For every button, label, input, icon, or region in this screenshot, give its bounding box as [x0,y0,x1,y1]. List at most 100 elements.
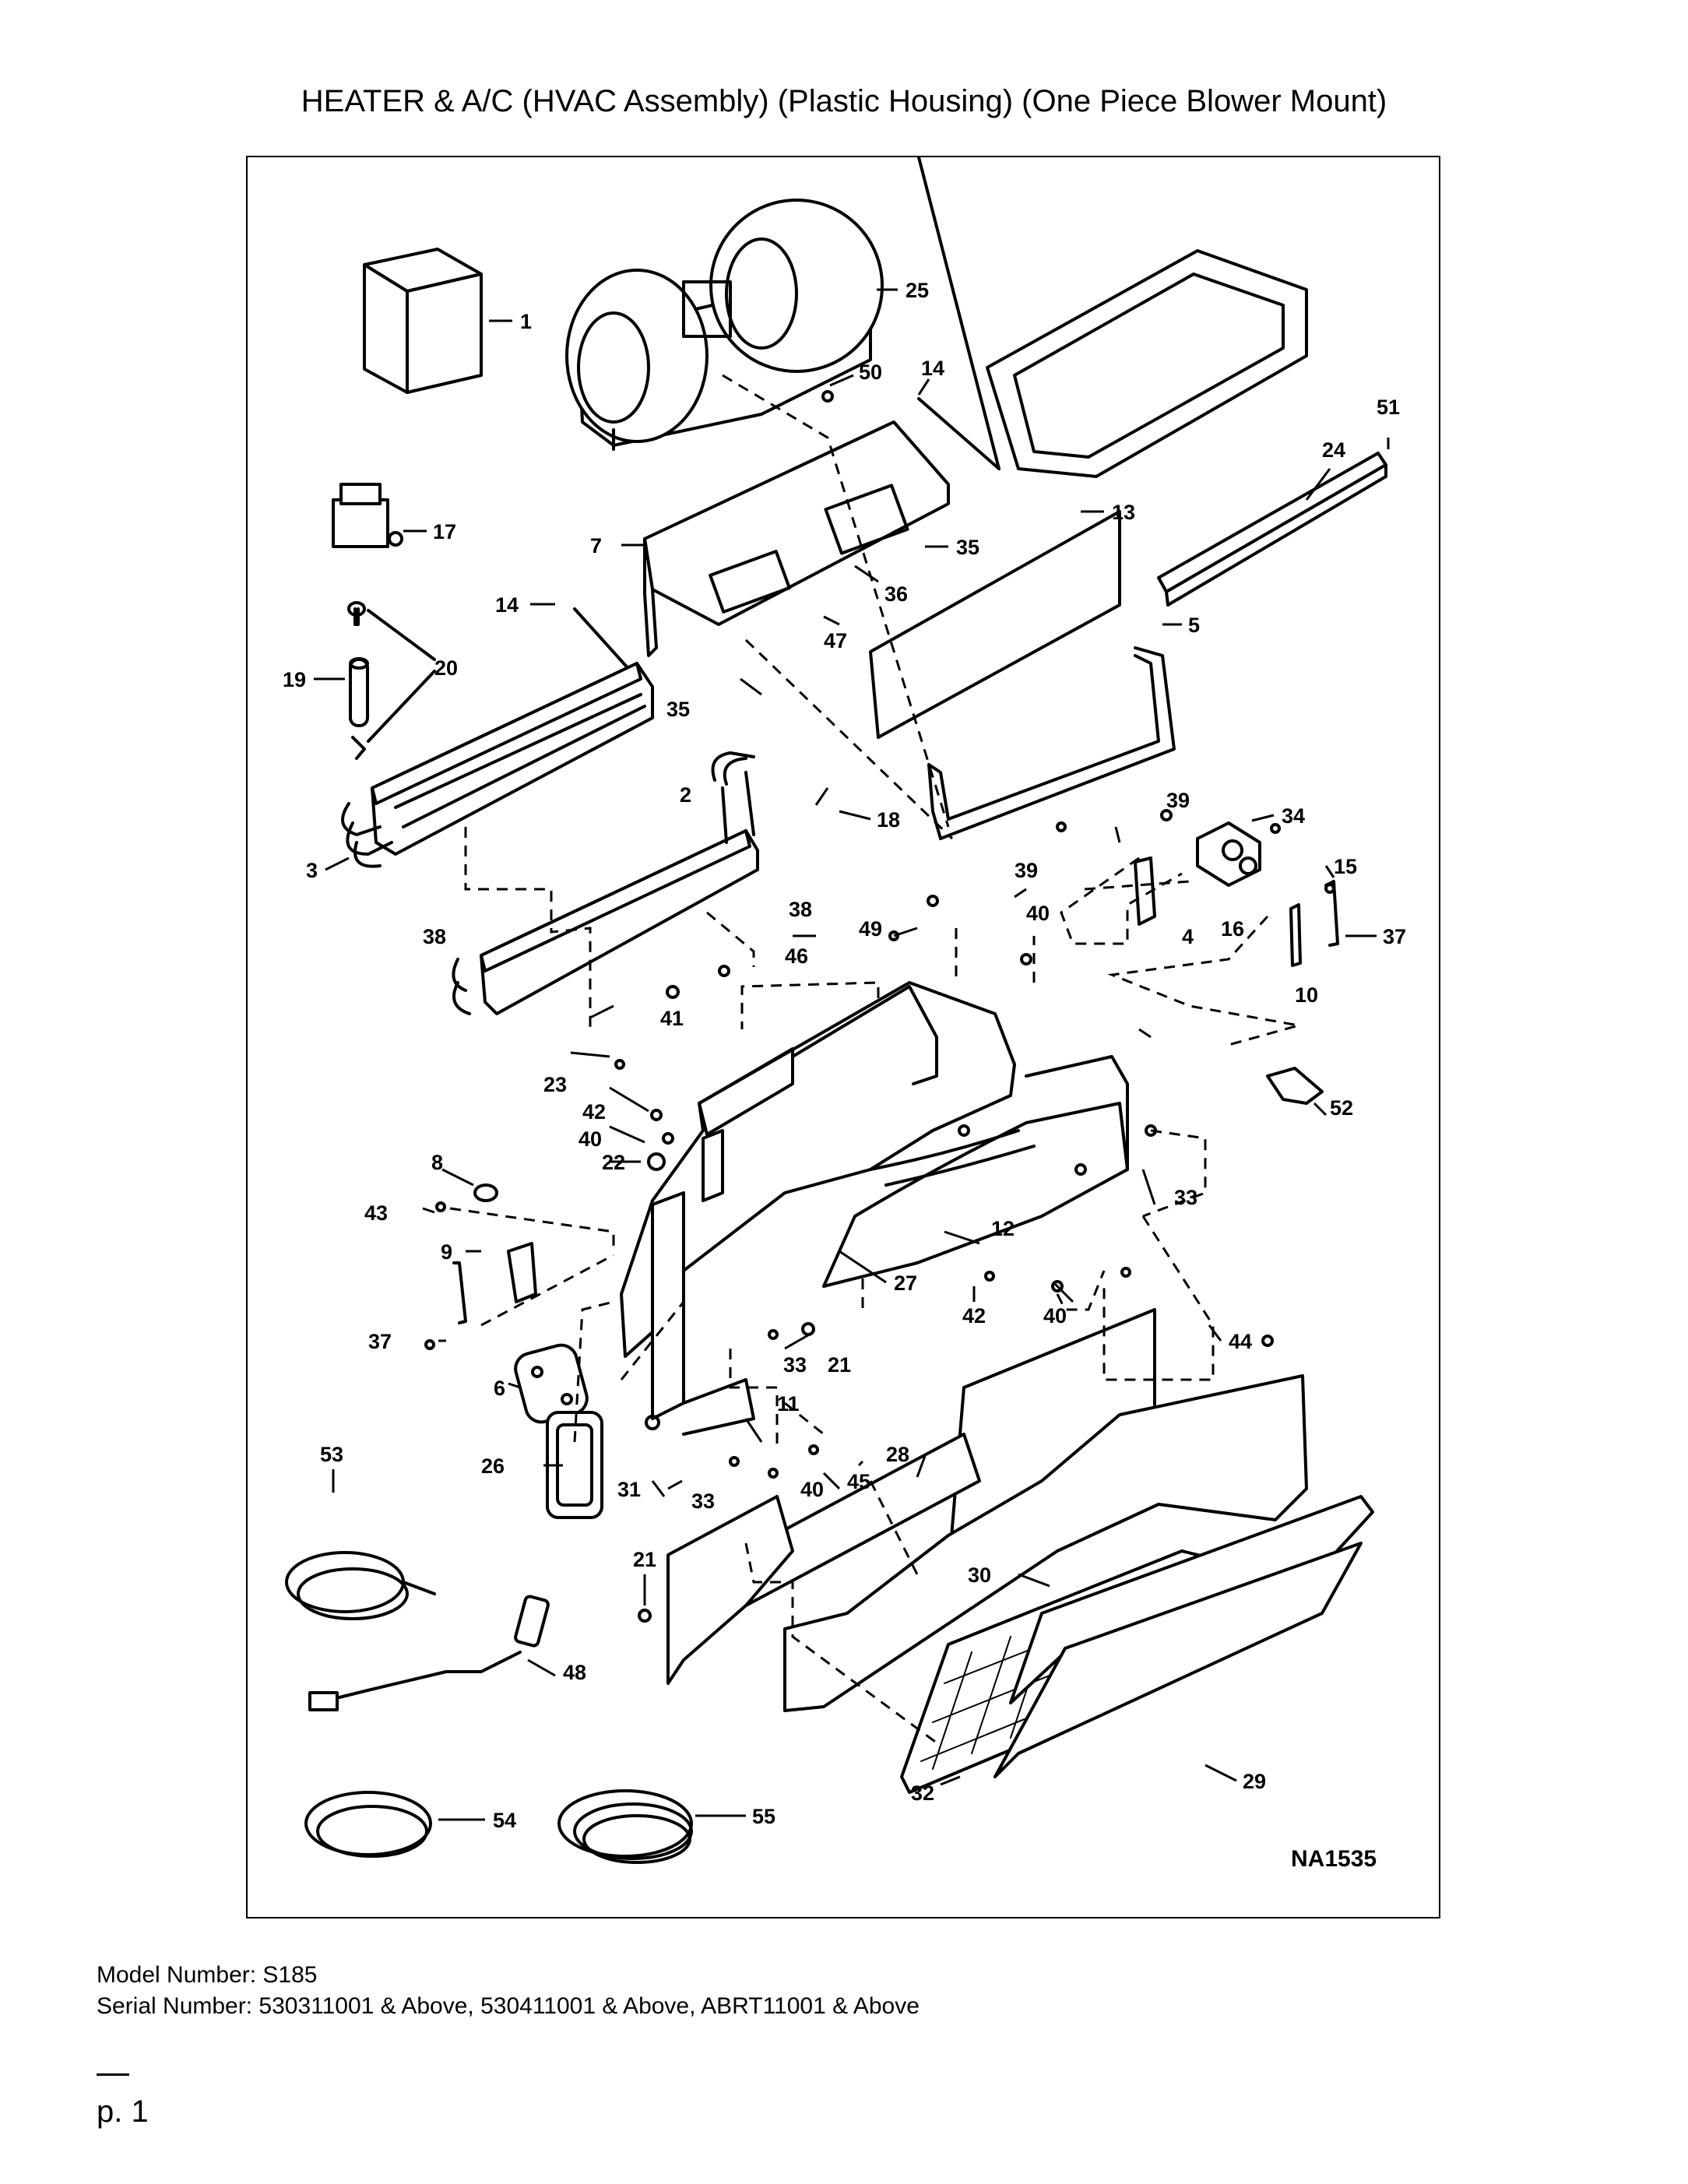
callout-label: 54 [493,1809,516,1832]
callout-label: 53 [320,1443,343,1466]
callout-label: 35 [666,698,690,721]
callout-label: 37 [368,1330,392,1353]
callout-label: 29 [1243,1770,1266,1793]
part-27-housing [620,981,1129,1436]
part-55-hose [557,1789,693,1864]
callout-label: 7 [590,534,602,557]
callout-label: 47 [824,629,847,652]
callout-label: 49 [859,917,882,941]
callout-label: 33 [783,1353,807,1377]
callout-label: 8 [431,1151,443,1174]
callout-label: 41 [660,1007,684,1030]
callout-label: 13 [1112,501,1135,524]
callout-label: 35 [956,536,979,559]
callout-label: 33 [1174,1186,1197,1209]
callout-label: 6 [494,1377,505,1400]
callout-label: 40 [578,1127,602,1151]
callout-label: 10 [1295,983,1318,1007]
callout-label: 9 [441,1240,452,1264]
part-16-valve [1196,821,1261,887]
callout-label: 19 [283,668,306,691]
callout-label: 40 [1043,1304,1067,1328]
callout-label: 23 [543,1073,567,1096]
callout-label: 15 [1334,855,1357,878]
part-14-strip-upper [917,397,1000,470]
part-7-plenum [643,420,950,657]
callout-label: 4 [1182,925,1194,948]
part-1-cube [363,248,483,394]
callout-label: 24 [1322,438,1345,462]
part-17-switch [332,483,403,548]
callout-label: 26 [481,1454,505,1478]
callout-label: 17 [433,520,456,543]
part-30-panel [783,1374,1308,1712]
callout-label: 52 [1330,1096,1353,1120]
callout-label: 38 [789,898,812,921]
callout-label: 51 [1377,396,1400,419]
callout-label: 40 [1026,902,1050,925]
callout-label: 33 [691,1489,715,1513]
callout-label: 46 [785,944,808,968]
callout-label: 37 [1383,925,1406,948]
part-4-bracket [1134,856,1156,926]
page-number: p. 1 [97,2094,149,2129]
callout-label: 34 [1282,804,1305,828]
callout-label: 14 [921,357,944,380]
callout-label: 31 [617,1478,641,1501]
callout-label: 21 [633,1548,656,1571]
callout-label: 38 [423,925,446,948]
part-5-bracket [927,646,1176,840]
callout-label: 32 [911,1781,934,1805]
callout-label: 2 [680,783,691,807]
callout-label: 40 [800,1478,824,1501]
callout-label: 39 [1166,789,1190,812]
callout-label: 22 [602,1151,625,1174]
leader-lines [314,288,1390,1821]
part-53-hose [285,1551,436,1620]
part-29-pad-lower [993,1542,1363,1778]
callout-label: 44 [1229,1330,1252,1353]
part-25-blower [565,199,884,451]
model-number: Model Number: S185 [97,1962,318,1988]
callout-labels: 1 25 50 14 24 51 17 7 35 13 14 36 47 5 2… [283,279,1406,1832]
part-52-block [1266,1067,1324,1105]
callout-label: 45 [847,1470,870,1493]
figure-id: NA1535 [1291,1846,1377,1872]
part-8-grommet [473,1183,498,1202]
callout-label: 28 [886,1443,909,1466]
parts-diagram-frame: 1 25 50 14 24 51 17 7 35 13 14 36 47 5 2… [246,156,1440,1918]
callout-label: 42 [582,1100,606,1124]
part-10-bracket [1289,903,1302,967]
callout-label: 55 [752,1805,775,1828]
page-rule [97,2073,129,2076]
callout-label: 21 [828,1353,851,1377]
callout-label: 48 [563,1661,586,1684]
fasteners [424,390,1335,1623]
part-3-evaporator [341,662,654,868]
callout-label: 5 [1188,614,1200,637]
callout-label: 42 [962,1304,986,1328]
callout-label: 16 [1221,917,1244,941]
callout-label: 25 [906,279,929,302]
serial-number: Serial Number: 530311001 & Above, 530411… [97,1993,920,2019]
callout-label: 18 [877,808,900,832]
assembly-lines [449,374,1299,1747]
callout-label: 30 [968,1563,991,1587]
callout-label: 3 [306,859,318,882]
exploded-parts-diagram: 1 25 50 14 24 51 17 7 35 13 14 36 47 5 2… [283,157,1406,1872]
part-37-clip [452,1261,467,1324]
callout-label: 43 [364,1201,388,1225]
part-19-20-sleeve [347,601,436,760]
part-54-hose [304,1791,432,1858]
callout-label: 39 [1015,859,1038,882]
part-9-bracket [507,1242,537,1303]
callout-label: 14 [495,593,519,617]
part-13-panel [869,510,1121,739]
callout-label: 12 [991,1217,1015,1240]
part-24-gasket [986,249,1308,478]
callout-label: 50 [859,360,882,384]
callout-label: 1 [520,310,532,333]
callout-label: 11 [777,1392,800,1416]
part-2-heater-core [452,751,759,1015]
part-51-bar [1157,452,1387,607]
